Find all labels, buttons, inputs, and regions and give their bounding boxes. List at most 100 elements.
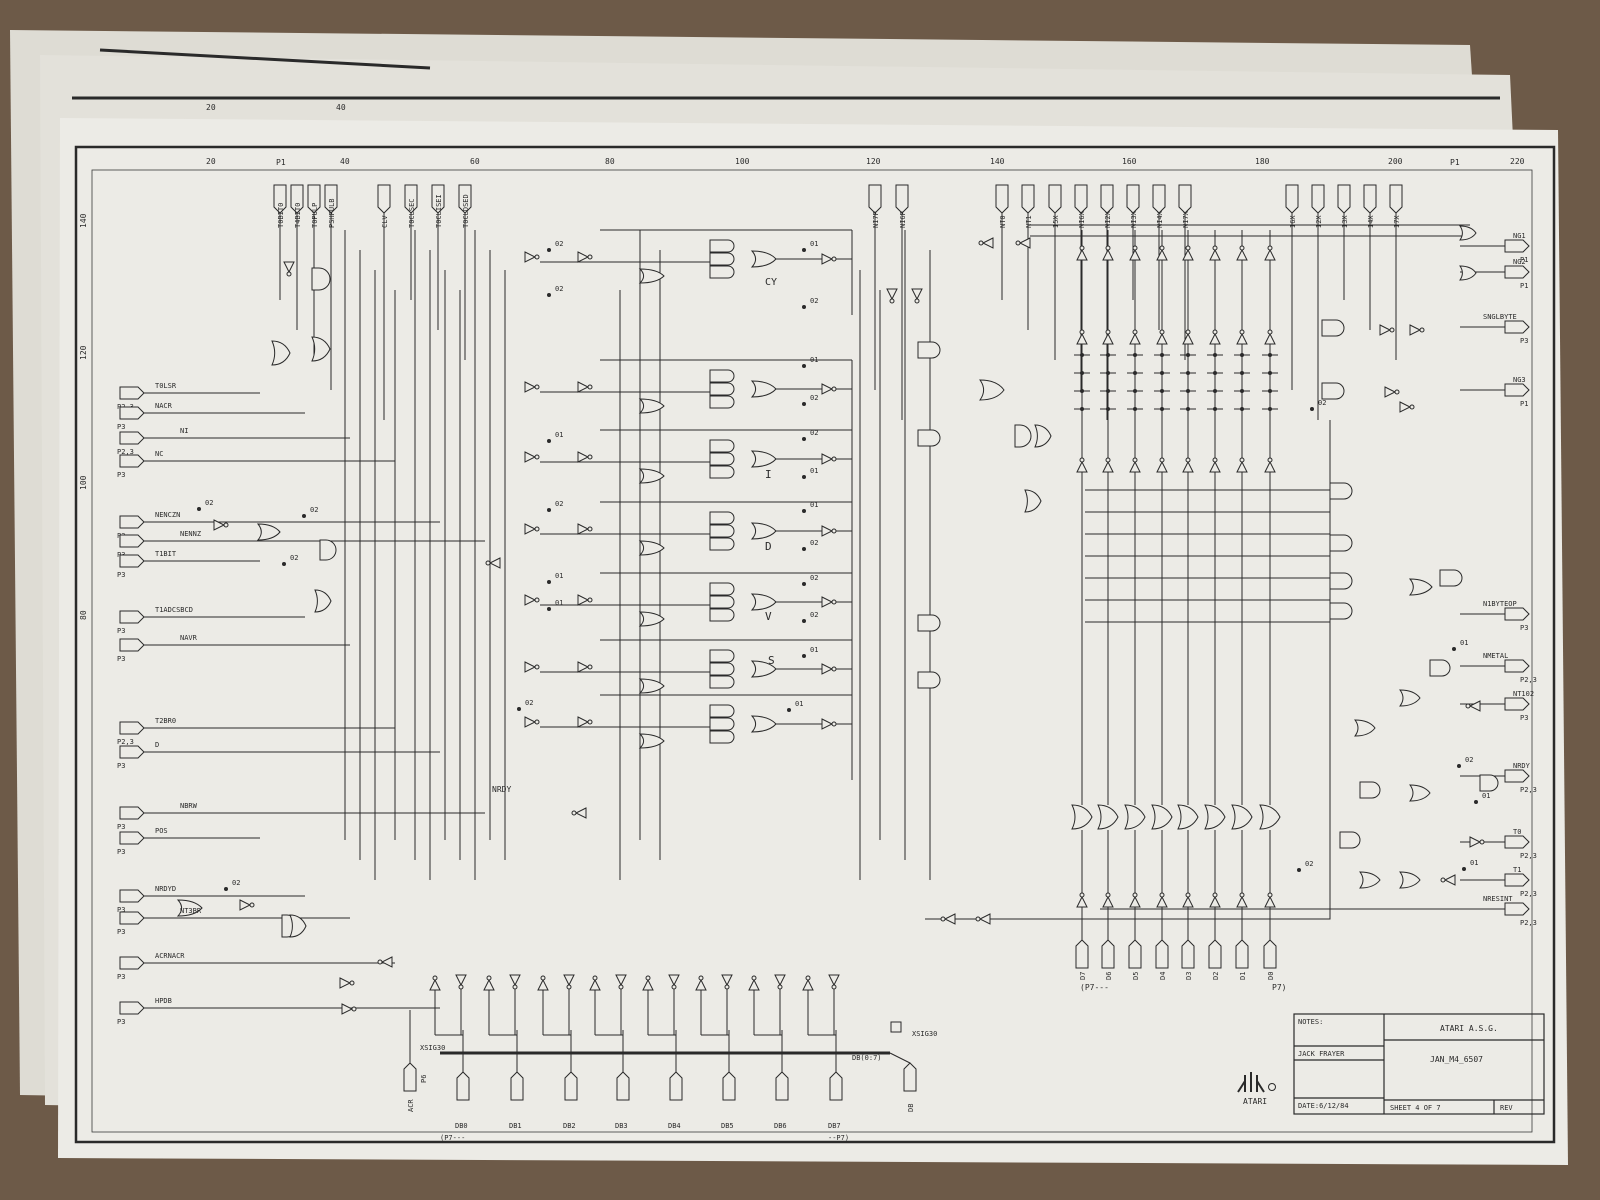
right-port-label: N1BYTEOP — [1483, 600, 1517, 608]
inverter-bubble — [1479, 839, 1485, 845]
port-shape — [1504, 239, 1530, 253]
port-shape — [1504, 659, 1530, 673]
and-gate — [709, 465, 735, 479]
junction-dot — [1186, 353, 1190, 357]
buffer — [537, 978, 549, 991]
phase-label: 01 — [555, 599, 563, 607]
phase-label: 02 — [810, 611, 818, 619]
top-signal-label: T0CLISEI — [435, 194, 443, 228]
data-bracket-left: (P7--- — [1080, 983, 1109, 992]
left-port-pin: P3 — [117, 471, 125, 479]
bus-bracket-left: (P7--- — [440, 1134, 465, 1142]
junction-dot — [1106, 407, 1110, 411]
top-signal-i2x: I2X — [1311, 184, 1325, 228]
phase-label: 01 — [810, 501, 818, 509]
buffer — [1076, 895, 1088, 908]
left-ruler-140: 140 — [79, 213, 88, 228]
left-port-pin: P3 — [117, 906, 125, 914]
inverter-bubble — [1132, 245, 1138, 251]
and-gate — [311, 267, 331, 291]
right-output-ports: NG1P1NG2P1SNGLBYTEP3NG3P1N1BYTEOPP3NMETA… — [1483, 232, 1537, 927]
and-gate — [1329, 602, 1353, 620]
connector-shape — [1337, 184, 1351, 214]
phase-label: 01 — [1460, 639, 1468, 647]
left-port-label: NRDYD — [155, 885, 176, 893]
buffer — [339, 977, 352, 989]
ruler-140: 140 — [990, 157, 1005, 166]
bus-port-db4: DB4 — [668, 1071, 683, 1130]
left-port-label: NENNZ — [180, 530, 201, 538]
ruler-200: 200 — [1388, 157, 1403, 166]
and-gate — [709, 511, 735, 525]
port-shape — [119, 1001, 145, 1015]
bus-port-label: DB2 — [563, 1122, 576, 1130]
buffer — [1264, 895, 1276, 908]
top-signal-ni4x: NI4X — [1152, 184, 1166, 228]
junction-dot — [1268, 389, 1272, 393]
connector-shape — [1311, 184, 1325, 214]
inverter-bubble — [534, 254, 540, 260]
left-port-pin: P3 — [117, 655, 125, 663]
bus-port-db5: DB5 — [721, 1071, 736, 1130]
junction-dot — [1160, 407, 1164, 411]
port-shape — [1504, 769, 1530, 783]
left-port-pin: P3 — [117, 848, 125, 856]
inverter-bubble — [831, 984, 837, 990]
right-port-pin: P3 — [1520, 624, 1528, 632]
junction-dot — [547, 248, 551, 252]
port-shape — [119, 911, 145, 925]
and-gate — [1329, 572, 1353, 590]
junction-dot — [1213, 371, 1217, 375]
junction-dot — [1240, 353, 1244, 357]
and-gate — [917, 341, 941, 359]
bottom-data-input-label: D4 — [1159, 972, 1167, 980]
buffer — [1076, 248, 1088, 261]
left-port-label: POS — [155, 827, 168, 835]
junction-dot — [1133, 371, 1137, 375]
port-shape — [1504, 902, 1530, 916]
data-bracket-right: P7) — [1272, 983, 1286, 992]
ruler-60: 60 — [470, 157, 480, 166]
or-gate — [750, 450, 777, 468]
left-port-pin: P3 — [117, 627, 125, 635]
right-port-label: T0 — [1513, 828, 1521, 836]
or-gate — [638, 678, 665, 694]
junction-dot — [1310, 407, 1314, 411]
top-signal-label: I2X — [1315, 215, 1323, 228]
inverter-bubble — [777, 984, 783, 990]
or-gate — [1024, 489, 1042, 513]
inverter-bubble — [1440, 877, 1446, 883]
buffer — [1102, 248, 1114, 261]
connector-shape — [404, 184, 418, 214]
bus-port-label: DB6 — [774, 1122, 787, 1130]
buffer — [1264, 248, 1276, 261]
inverter-bubble — [1212, 329, 1218, 335]
inverter-bubble — [1159, 892, 1165, 898]
right-port-pin: P1 — [1520, 282, 1528, 290]
or-gate — [1459, 225, 1477, 241]
right-port-pin: P2,3 — [1520, 676, 1537, 684]
xsig-left-label: XSIG30 — [420, 1044, 445, 1052]
ruler-marker-p1-left: P1 — [276, 158, 286, 167]
and-gate — [709, 704, 735, 718]
buffer — [524, 251, 537, 263]
junction-dot — [802, 619, 806, 623]
inverter-bubble — [571, 810, 577, 816]
junction-dot — [547, 580, 551, 584]
port-shape — [119, 638, 145, 652]
inverter-bubble — [1239, 457, 1245, 463]
ruler-40: 40 — [340, 157, 350, 166]
and-gate — [709, 395, 735, 409]
connector-shape — [1235, 939, 1249, 969]
buffer — [828, 974, 840, 987]
or-gate — [750, 522, 777, 540]
left-port-label: NBRW — [180, 802, 198, 810]
inverter-bubble — [1105, 892, 1111, 898]
port-shape — [119, 721, 145, 735]
